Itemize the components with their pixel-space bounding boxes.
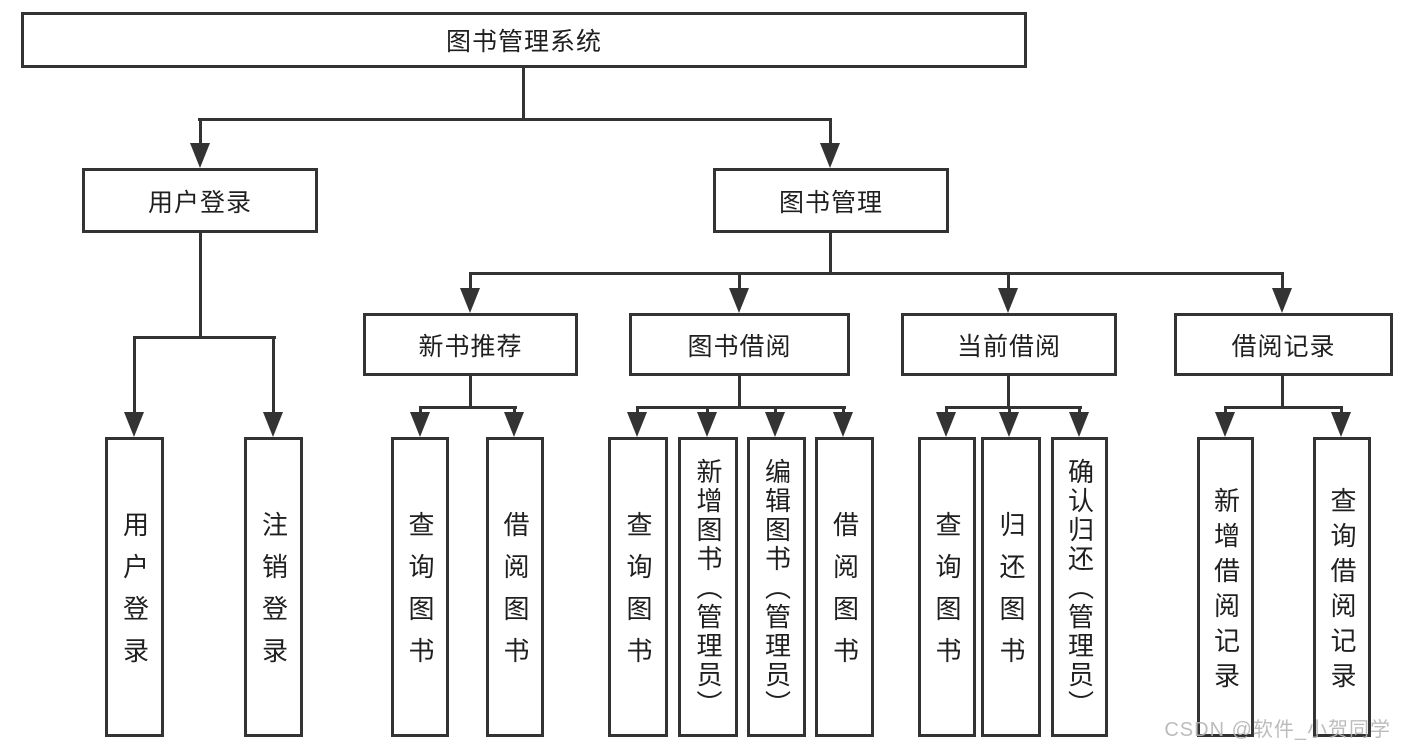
node-label: 图书管理系统 [445,28,602,56]
node-label: 图书管理 [778,188,883,217]
arrow-down-icon [820,143,840,168]
arrow-down-icon [998,288,1018,313]
connector-line [522,67,525,121]
node-label: 新增借阅记录 [1210,486,1241,697]
arrow-down-icon [1069,412,1089,437]
node-label: 查询图书 [623,511,653,679]
arrow-down-icon [1331,412,1351,437]
node-label: 借阅图书 [829,511,860,679]
arrow-down-icon [1215,412,1235,437]
leaf-edit-book-admin: 编辑图书（管理员） [747,437,806,737]
arrow-down-icon [263,412,283,437]
node-label: 归还图书 [996,511,1026,679]
node-label: 编辑图书（管理员） [761,458,792,719]
leaf-borrow-books: 借阅图书 [815,437,874,737]
node-label: 查询借阅记录 [1327,486,1357,697]
arrow-down-icon [729,288,749,313]
connector-line [1281,275,1284,289]
node-label: 借阅记录 [1231,332,1336,361]
arrow-down-icon [697,412,717,437]
leaf-query-books: 查询图书 [391,437,449,737]
connector-line [199,121,202,147]
leaf-query-books: 查询图书 [918,437,976,737]
connector-line [1007,275,1010,289]
node-label: 新书推荐 [418,332,523,361]
arrow-down-icon [627,412,647,437]
leaf-borrow-books: 借阅图书 [486,437,544,737]
leaf-add-book-admin: 新增图书（管理员） [678,437,738,737]
connector-line [1007,376,1010,409]
leaf-logout: 注销登录 [244,437,303,737]
arrow-down-icon [124,412,144,437]
leaf-query-books: 查询图书 [608,437,668,737]
node-label: 确认归还（管理员） [1064,458,1095,719]
node-current-borrowing: 当前借阅 [901,313,1117,376]
connector-line [272,339,275,413]
arrow-down-icon [765,412,785,437]
connector-line [1281,376,1284,409]
arrow-down-icon [190,143,210,168]
node-label: 当前借阅 [956,332,1061,361]
connector-line [419,406,517,409]
watermark: CSDN @软件_小贺同学 [1164,719,1391,741]
connector-line [738,376,741,409]
connector-line [738,275,741,289]
connector-line [469,376,472,409]
arrow-down-icon [999,412,1019,437]
leaf-return-book: 归还图书 [981,437,1041,737]
node-label: 用户登录 [147,188,252,217]
node-book-borrowing: 图书借阅 [629,313,850,376]
leaf-user-login: 用户登录 [105,437,164,737]
arrow-down-icon [1272,288,1292,313]
arrow-down-icon [936,412,956,437]
connector-line [198,118,832,121]
node-label: 用户登录 [119,511,150,679]
connector-line [469,272,1284,275]
node-label: 注销登录 [258,511,289,679]
node-new-book-recommend: 新书推荐 [363,313,578,376]
connector-line [829,121,832,147]
node-user-login: 用户登录 [82,168,318,233]
connector-line [133,336,276,339]
node-label: 查询图书 [932,511,962,679]
arrow-down-icon [833,412,853,437]
arrow-down-icon [410,412,430,437]
connector-line [133,339,136,413]
connector-line [636,406,846,409]
connector-line [945,406,1082,409]
arrow-down-icon [504,412,524,437]
node-book-management: 图书管理 [713,168,949,233]
leaf-query-borrow-record: 查询借阅记录 [1313,437,1371,737]
leaf-add-borrow-record: 新增借阅记录 [1197,437,1254,737]
connector-line [1224,406,1343,409]
leaf-confirm-return-admin: 确认归还（管理员） [1051,437,1108,737]
node-label: 查询图书 [405,511,435,679]
node-label: 借阅图书 [500,511,530,679]
connector-line [199,233,202,339]
arrow-down-icon [460,288,480,313]
connector-line [469,275,472,289]
node-library-system: 图书管理系统 [21,12,1027,68]
node-label: 新增图书（管理员） [693,458,723,719]
connector-line [829,233,832,275]
node-label: 图书借阅 [687,332,792,361]
node-borrow-records: 借阅记录 [1174,313,1393,376]
